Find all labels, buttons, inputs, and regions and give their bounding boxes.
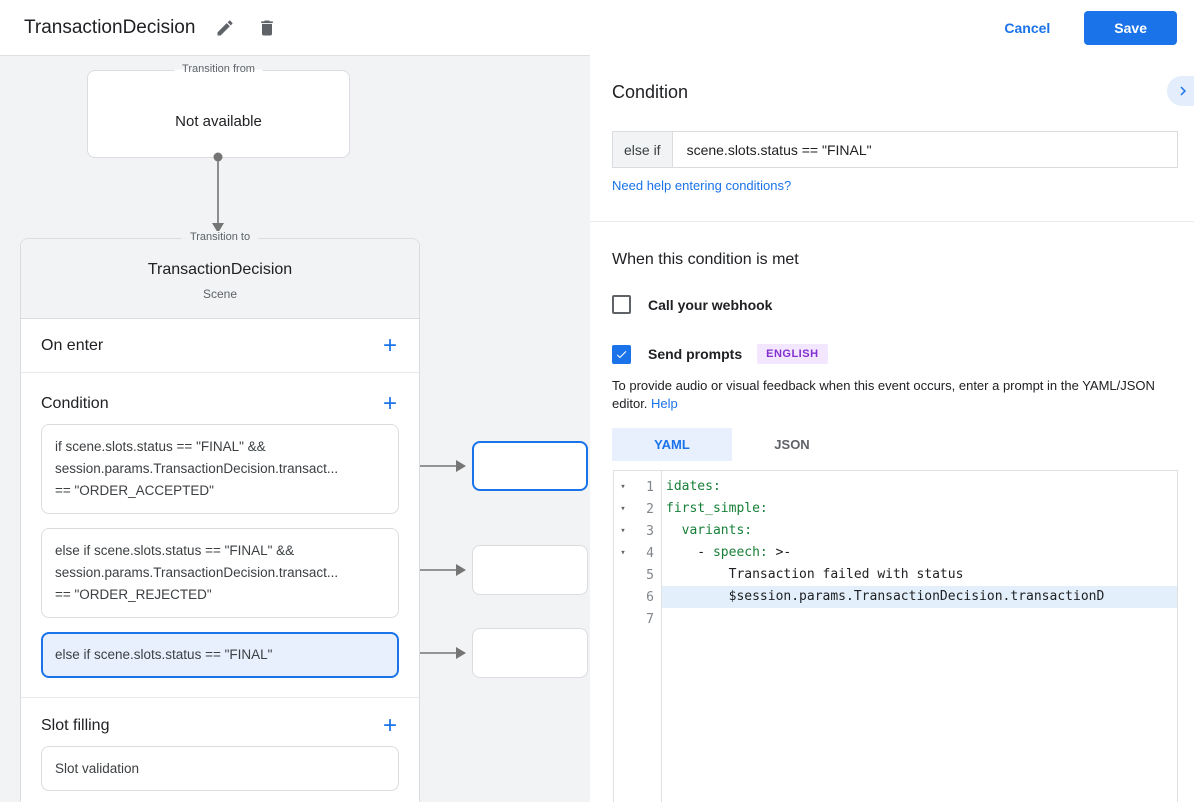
line-number: 5 <box>646 567 654 583</box>
plus-icon: + <box>382 390 397 417</box>
scene-name: TransactionDecision <box>147 261 293 278</box>
condition-card[interactable]: if scene.slots.status == "FINAL" && sessi… <box>41 424 399 514</box>
code-line: - speech: >- <box>666 545 792 560</box>
condition-card-line: session.params.TransactionDecision.trans… <box>55 461 339 476</box>
editor-code-area[interactable]: idates: first_simple: variants: - speech:… <box>662 471 1177 802</box>
tab-json[interactable]: JSON <box>774 437 810 452</box>
send-prompts-row[interactable]: Send prompts ENGLISH <box>612 344 828 364</box>
code-line: $session.params.TransactionDecision.tran… <box>662 586 1177 608</box>
code-line <box>662 608 1177 630</box>
condition-section: Condition + if scene.slots.status == "FI… <box>21 373 419 698</box>
fold-arrow-icon[interactable]: ▾ <box>620 482 626 492</box>
slot-card-list: Slot validation <box>41 746 399 791</box>
transition-target-box[interactable] <box>472 628 588 678</box>
fold-arrow-icon[interactable]: ▾ <box>620 526 626 536</box>
edit-title-button[interactable] <box>213 16 237 40</box>
slot-filling-section: Slot filling + Slot validation <box>21 698 419 791</box>
gutter-row: 7 <box>614 608 661 630</box>
condition-section-label: Condition <box>41 395 109 412</box>
transition-to-legend: Transition to <box>181 231 259 243</box>
line-number: 7 <box>646 611 654 627</box>
condition-card[interactable]: else if scene.slots.status == "FINAL" <box>41 632 399 678</box>
call-webhook-row[interactable]: Call your webhook <box>612 295 772 314</box>
condition-met-heading: When this condition is met <box>612 251 799 268</box>
gutter-row: ▾2 <box>614 498 661 520</box>
condition-card-line: else if scene.slots.status == "FINAL" <box>55 647 273 662</box>
language-badge: ENGLISH <box>757 344 828 364</box>
tab-yaml[interactable]: YAML <box>612 428 732 461</box>
condition-card-line: == "ORDER_ACCEPTED" <box>55 483 214 498</box>
trash-icon <box>261 20 274 35</box>
line-number: 3 <box>646 523 654 539</box>
panel-divider <box>590 221 1194 222</box>
scene-type-label: Scene <box>202 287 238 301</box>
line-number: 4 <box>646 545 654 561</box>
gutter-row: 6 <box>614 586 661 608</box>
add-condition-button[interactable]: + <box>381 392 399 416</box>
code-line: idates: <box>666 479 721 494</box>
code-line: variants: <box>681 523 753 538</box>
line-number: 6 <box>646 589 654 605</box>
condition-card-line: if scene.slots.status == "FINAL" && <box>55 439 266 454</box>
transition-from-value: Not available <box>175 113 262 130</box>
description-text: To provide audio or visual feedback when… <box>612 378 1155 411</box>
save-button[interactable]: Save <box>1084 10 1177 45</box>
gutter-row: ▾4 <box>614 542 661 564</box>
chevron-right-icon <box>1179 86 1186 96</box>
condition-expression-row: else if <box>612 131 1178 168</box>
on-enter-label: On enter <box>41 336 104 354</box>
scene-card: Transition to TransactionDecision Scene … <box>20 231 420 802</box>
page-title: TransactionDecision <box>24 16 196 38</box>
transition-from-box[interactable]: Transition from Not available <box>87 63 350 158</box>
check-icon <box>616 350 627 358</box>
send-prompts-label: Send prompts <box>648 346 743 362</box>
add-on-enter-button[interactable]: + <box>381 333 399 357</box>
call-webhook-checkbox[interactable] <box>612 295 631 314</box>
gutter-row: 5 <box>614 564 661 586</box>
condition-card[interactable]: else if scene.slots.status == "FINAL" &&… <box>41 528 399 618</box>
gutter-row: ▾3 <box>614 520 661 542</box>
slot-validation-card[interactable]: Slot validation <box>41 746 399 791</box>
top-toolbar: TransactionDecision Cancel Save <box>0 0 1194 55</box>
scene-card-header: TransactionDecision Scene <box>21 239 419 319</box>
add-slot-button[interactable]: + <box>381 714 399 738</box>
condition-card-line: == "ORDER_REJECTED" <box>55 587 212 602</box>
help-link[interactable]: Help <box>651 396 678 411</box>
gutter-row: ▾1 <box>614 476 661 498</box>
send-prompts-checkbox[interactable] <box>612 344 631 364</box>
condition-card-line: else if scene.slots.status == "FINAL" && <box>55 543 295 558</box>
line-number: 2 <box>646 501 654 517</box>
fold-arrow-icon[interactable]: ▾ <box>620 504 626 514</box>
line-number: 1 <box>646 479 654 495</box>
delete-scene-button[interactable] <box>255 16 279 40</box>
code-line: Transaction failed with status <box>666 567 964 582</box>
transition-target-box[interactable] <box>472 545 588 595</box>
plus-icon: + <box>382 712 397 739</box>
transition-from-legend: Transition from <box>174 63 263 75</box>
slot-filling-label: Slot filling <box>41 717 110 734</box>
call-webhook-label: Call your webhook <box>648 296 773 313</box>
pencil-icon <box>217 19 233 35</box>
fold-arrow-icon[interactable]: ▾ <box>620 548 626 558</box>
prompt-editor-description: To provide audio or visual feedback when… <box>612 377 1168 413</box>
condition-detail-panel: Condition else if Need help entering con… <box>590 55 1194 802</box>
code-line: first_simple: <box>666 501 768 516</box>
plus-icon: + <box>382 331 397 359</box>
conditions-help-link[interactable]: Need help entering conditions? <box>612 178 792 193</box>
section-divider <box>21 697 419 698</box>
cancel-button[interactable]: Cancel <box>988 12 1066 44</box>
transition-target-box[interactable] <box>472 441 588 491</box>
on-enter-row: On enter + <box>21 319 419 373</box>
scene-flow-canvas: Transition from Not available Transition… <box>0 55 590 802</box>
collapse-panel-button[interactable] <box>1167 76 1194 106</box>
condition-prefix-label: else if <box>612 131 673 168</box>
condition-card-line: session.params.TransactionDecision.trans… <box>55 565 339 580</box>
detail-heading: Condition <box>612 82 689 102</box>
condition-expression-input[interactable] <box>672 131 1178 168</box>
condition-card-list: if scene.slots.status == "FINAL" && sessi… <box>41 424 399 678</box>
editor-tabs: YAML JSON <box>612 428 852 461</box>
